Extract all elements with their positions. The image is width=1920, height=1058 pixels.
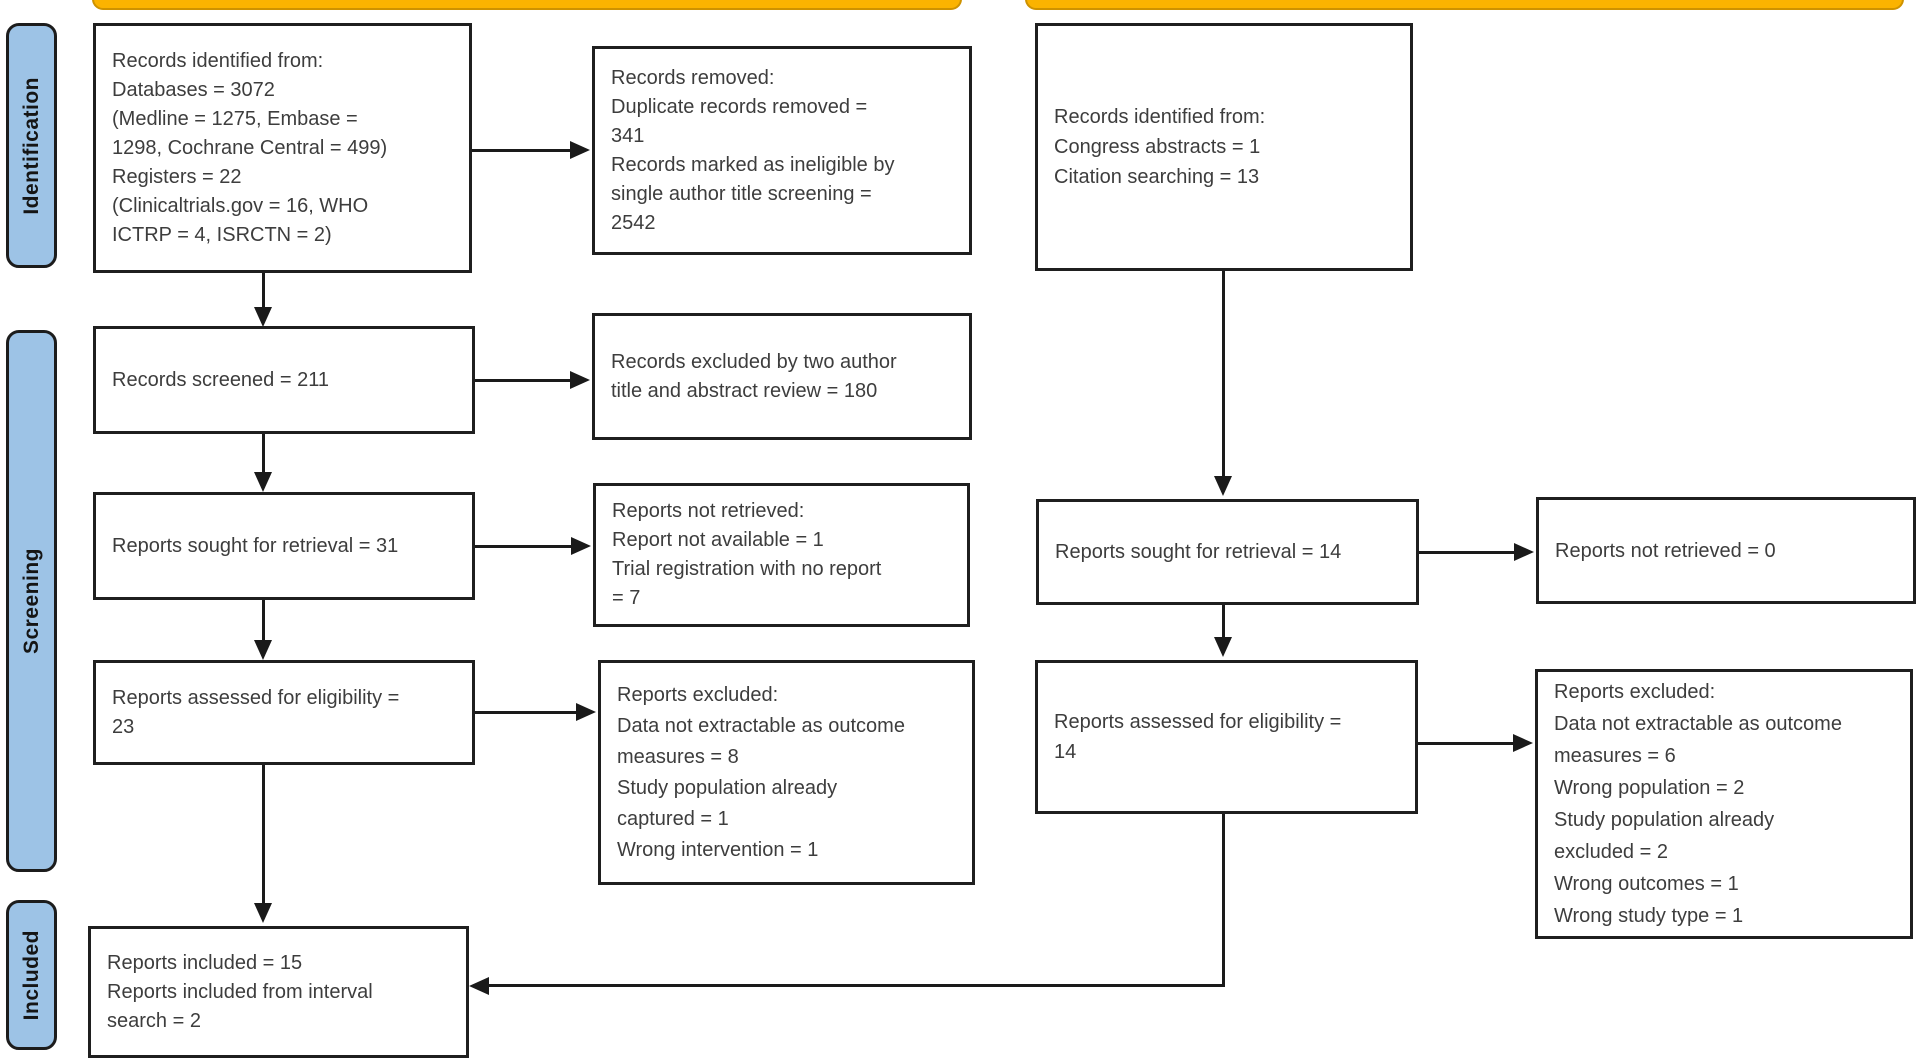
box-reports-not-retrieved-right: Reports not retrieved = 0: [1536, 497, 1916, 604]
text-line: Reports assessed for eligibility =: [112, 686, 400, 709]
text-line: 2542: [611, 211, 656, 234]
text-line: 1298, Cochrane Central = 499): [112, 136, 388, 159]
text-line: Study population already: [617, 776, 838, 799]
arrow-other-sought-to-assessed-line: [1221, 605, 1225, 638]
text-line: Data not extractable as outcome: [617, 714, 905, 737]
arrow-screened-to-sought-line: [261, 434, 265, 473]
text-line: Data not extractable as outcome: [1554, 713, 1842, 735]
text-line: Reports excluded:: [617, 683, 779, 706]
arrow-to-records-removed-head: [570, 141, 590, 159]
arrow-to-reports-excluded-right-head: [1513, 734, 1533, 752]
box-records-identified-databases: Records identified from: Databases = 307…: [93, 23, 472, 273]
box-reports-sought-retrieval-left: Reports sought for retrieval = 31: [93, 492, 475, 600]
arrow-other-identified-to-sought-head: [1214, 476, 1232, 496]
text-line: Registers = 22: [112, 165, 242, 188]
text-line: Records excluded by two author: [611, 350, 897, 373]
arrow-to-reports-excluded-right-line: [1418, 741, 1515, 745]
text-line: Records marked as ineligible by: [611, 153, 895, 176]
text-line: Reports sought for retrieval = 14: [1055, 541, 1342, 563]
text-line: Wrong population = 2: [1554, 777, 1745, 799]
arrow-to-reports-not-retrieved-left-line: [475, 544, 573, 548]
text-line: 23: [112, 715, 135, 738]
text-line: Records identified from:: [112, 49, 324, 72]
text-line: Citation searching = 13: [1054, 166, 1260, 188]
arrow-other-identified-to-sought-line: [1221, 271, 1225, 477]
stage-label-identification-text: Identification: [19, 76, 43, 215]
arrow-sought-to-assessed-head: [254, 640, 272, 660]
text-line: = 7: [612, 587, 641, 609]
text-line: Reports assessed for eligibility =: [1054, 711, 1342, 733]
box-records-removed: Records removed: Duplicate records remov…: [592, 46, 972, 255]
text-line: captured = 1: [617, 807, 729, 830]
text-line: ICTRP = 4, ISRCTN = 2): [112, 223, 332, 246]
stage-label-screening-text: Screening: [19, 547, 43, 655]
text-line: measures = 6: [1554, 745, 1676, 767]
gold-header-bar-right: [1025, 0, 1904, 10]
box-records-excluded-title-abstract: Records excluded by two author title and…: [592, 313, 972, 440]
stage-label-included: Included: [6, 900, 57, 1050]
box-reports-included: Reports included = 15 Reports included f…: [88, 926, 469, 1058]
gold-header-bar-left: [92, 0, 962, 10]
text-line: Reports not retrieved = 0: [1555, 539, 1776, 562]
box-reports-sought-retrieval-right: Reports sought for retrieval = 14: [1036, 499, 1419, 605]
arrow-identified-to-screened-head: [254, 307, 272, 327]
text-line: Reports sought for retrieval = 31: [112, 534, 399, 557]
text-line: title and abstract review = 180: [611, 379, 878, 402]
text-line: Records screened = 211: [112, 368, 329, 391]
prisma-flow-diagram: { "title": "PRISMA study selection flow …: [6, 0, 1916, 1058]
text-line: Reports excluded:: [1554, 681, 1716, 703]
box-reports-assessed-eligibility-left: Reports assessed for eligibility = 23: [93, 660, 475, 765]
arrow-assessed-to-included-line: [261, 765, 265, 904]
text-line: Reports included from interval: [107, 980, 373, 1003]
arrow-to-reports-not-retrieved-left-head: [571, 537, 591, 555]
box-reports-excluded-right: Reports excluded: Data not extractable a…: [1535, 669, 1913, 939]
text-line: (Medline = 1275, Embase =: [112, 107, 358, 130]
arrow-assessed-to-included-head: [254, 903, 272, 923]
arrow-screened-to-sought-head: [254, 472, 272, 492]
text-line: Duplicate records removed =: [611, 95, 868, 118]
arrow-other-sought-to-assessed-head: [1214, 637, 1232, 657]
arrow-identified-to-screened-line: [261, 273, 265, 309]
text-line: 341: [611, 124, 645, 147]
text-line: (Clinicaltrials.gov = 16, WHO: [112, 194, 369, 217]
arrow-other-to-included-head: [469, 976, 489, 995]
stage-label-screening: Screening: [6, 330, 57, 872]
text-line: Records identified from:: [1054, 106, 1266, 128]
arrow-other-to-included-vertical: [1221, 814, 1225, 987]
arrow-to-records-excluded-head: [570, 371, 590, 389]
text-line: Records removed:: [611, 66, 775, 89]
text-line: Wrong outcomes = 1: [1554, 873, 1739, 895]
box-records-identified-other-sources: Records identified from: Congress abstra…: [1035, 23, 1413, 271]
arrow-to-records-excluded-line: [475, 378, 572, 382]
text-line: excluded = 2: [1554, 841, 1668, 863]
text-line: Congress abstracts = 1: [1054, 136, 1261, 158]
arrow-to-records-removed-line: [472, 148, 572, 152]
arrow-to-reports-excluded-left-head: [576, 703, 596, 721]
stage-label-identification: Identification: [6, 23, 57, 268]
box-reports-excluded-left: Reports excluded: Data not extractable a…: [598, 660, 975, 885]
box-reports-assessed-eligibility-right: Reports assessed for eligibility = 14: [1035, 660, 1418, 814]
box-reports-not-retrieved-left: Reports not retrieved: Report not availa…: [593, 483, 970, 627]
arrow-to-reports-not-retrieved-right-head: [1514, 543, 1534, 561]
text-line: Databases = 3072: [112, 78, 275, 101]
text-line: Reports not retrieved:: [612, 500, 805, 522]
text-line: 14: [1054, 741, 1077, 763]
text-line: measures = 8: [617, 745, 739, 768]
stage-label-included-text: Included: [19, 929, 43, 1021]
arrow-to-reports-excluded-left-line: [475, 710, 578, 714]
text-line: Wrong study type = 1: [1554, 905, 1744, 927]
text-line: Wrong intervention = 1: [617, 838, 819, 861]
arrow-to-reports-not-retrieved-right-line: [1419, 550, 1516, 554]
box-records-screened: Records screened = 211: [93, 326, 475, 434]
text-line: Reports included = 15: [107, 951, 303, 974]
text-line: single author title screening =: [611, 182, 872, 205]
arrow-other-to-included-horizontal: [488, 984, 1224, 987]
text-line: Trial registration with no report: [612, 558, 882, 580]
text-line: Study population already: [1554, 809, 1775, 831]
text-line: search = 2: [107, 1009, 201, 1032]
text-line: Report not available = 1: [612, 529, 824, 551]
arrow-sought-to-assessed-line: [261, 600, 265, 641]
